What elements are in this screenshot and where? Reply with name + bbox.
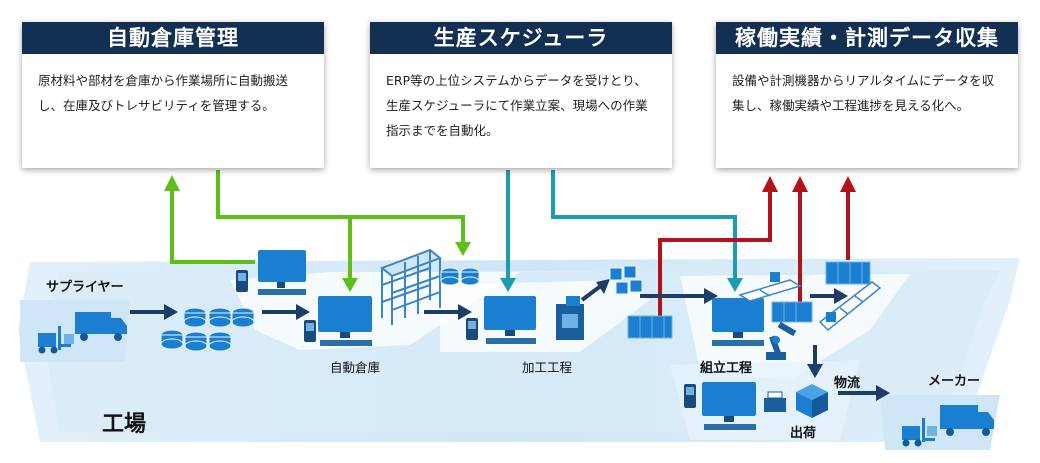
supplier-label: サプライヤー: [46, 280, 124, 295]
warehouse-rack-icon: [380, 248, 442, 325]
processing-machine-icon: [556, 296, 584, 340]
assembly-pc-icon: [712, 298, 764, 346]
printer-icon: [764, 391, 786, 412]
green-arrowhead-up: [164, 175, 180, 191]
plc-unit-icon-2: [825, 261, 871, 285]
assembly-label: 組立工程: [700, 361, 753, 376]
red-arrowhead-1: [762, 176, 778, 192]
teal-connectors: [506, 170, 737, 285]
shipping-box-icon: [796, 384, 828, 418]
green-arrowhead-down: [342, 278, 358, 292]
red-arrowhead-3: [840, 176, 856, 192]
factory-label: 工場: [102, 412, 147, 437]
conveyor-boxes-icon: [770, 272, 836, 322]
green-connectors: [170, 170, 465, 285]
plc-unit-icon: [627, 315, 673, 339]
red-connectors: [658, 190, 850, 320]
supplier-truck-icon: [75, 312, 127, 341]
collection-panel-title: 稼働実績・計測データ収集: [716, 22, 1018, 54]
processing-label: 加工工程: [522, 360, 573, 375]
teal-arrowhead-2: [727, 278, 743, 292]
warehouse-panel: 自動倉庫管理 原材料や部材を倉庫から作業場所に自動搬送し、在庫及びトレサビリティ…: [22, 22, 324, 168]
maker-label: メーカー: [928, 374, 981, 389]
scheduler-panel: 生産スケジューラ ERP等の上位システムからデータを受けとり、生産スケジューラに…: [370, 22, 672, 168]
green-arrowhead-down-2: [455, 242, 471, 256]
warehouse-panel-text: 原材料や部材を倉庫から作業場所に自動搬送し、在庫及びトレサビリティを管理する。: [38, 73, 289, 113]
flow-arrows: [130, 283, 880, 395]
red-arrowhead-2: [792, 176, 808, 192]
supplier-forklift-icon: [38, 326, 74, 354]
shipping-label: 出荷: [790, 426, 817, 441]
logistics-label: 物流: [834, 376, 861, 391]
teal-arrowhead-1: [500, 278, 516, 292]
auto-warehouse-label: 自動倉庫: [330, 360, 381, 375]
warehouse-coils-icon: [440, 267, 480, 286]
warehouse-main-pc-icon: [304, 296, 372, 346]
warehouse-pc-icon: [236, 250, 306, 295]
flow-arrowheads: [164, 279, 890, 401]
coil-stack-icon: [160, 307, 255, 352]
maker-truck-icon: [940, 405, 994, 436]
shipping-pc-icon: [684, 382, 756, 430]
collection-panel: 稼働実績・計測データ収集 設備や計測機器からリアルタイムにデータを収集し、稼働実…: [716, 22, 1018, 168]
robot-arm-icon: [766, 321, 797, 360]
scheduler-panel-title: 生産スケジューラ: [370, 22, 672, 54]
collection-panel-text: 設備や計測機器からリアルタイムにデータを収集し、稼働実績や工程進捗を見える化へ。: [732, 73, 995, 113]
plc-unit-icon-3: [771, 301, 813, 323]
maker-forklift-icon: [902, 418, 937, 447]
warehouse-panel-title: 自動倉庫管理: [22, 22, 324, 54]
scheduler-panel-text: ERP等の上位システムからデータを受けとり、生産スケジューラにて作業立案、現場へ…: [386, 73, 648, 138]
processing-pc-icon: [466, 296, 536, 344]
parts-boxes-icon: [609, 265, 643, 295]
